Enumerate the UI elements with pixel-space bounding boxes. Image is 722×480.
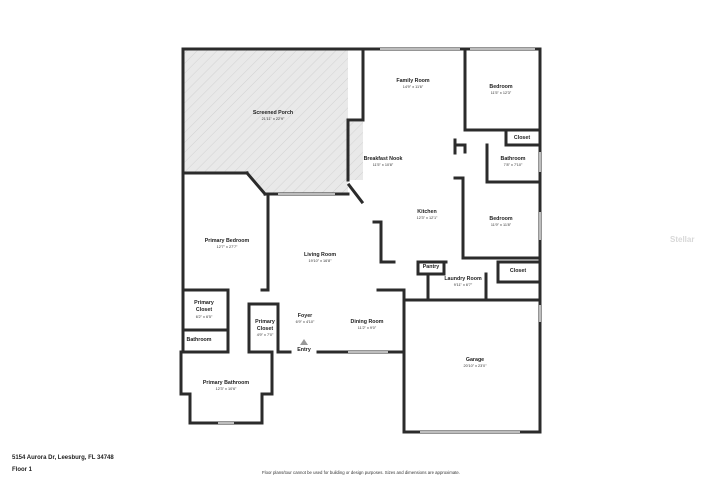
laundry-room-label: Laundry Room bbox=[444, 276, 482, 282]
breakfast-nook-label: Breakfast Nook bbox=[363, 156, 403, 162]
bathroom-1-dims: 7'8" x 7'10" bbox=[503, 163, 523, 167]
kitchen-dims: 12'3" x 12'1" bbox=[416, 216, 438, 220]
primary-bathroom-dims: 12'3" x 10'6" bbox=[215, 387, 237, 391]
closet-2-label: Closet bbox=[509, 268, 527, 274]
screened-porch-label: Screened Porch bbox=[252, 110, 294, 116]
laundry-room-dims: 9'11" x 6'7" bbox=[453, 283, 473, 287]
kitchen-label: Kitchen bbox=[417, 209, 437, 215]
property-address: 5154 Aurora Dr, Leesburg, FL 34748 bbox=[12, 455, 114, 461]
bathroom-2-label: Bathroom bbox=[186, 337, 212, 343]
bedroom-2-label: Bedroom bbox=[489, 216, 513, 222]
garage-label: Garage bbox=[465, 357, 485, 363]
screened-porch-area bbox=[183, 49, 363, 194]
primary-closet-2-label: Primary Closet bbox=[255, 319, 275, 332]
closet-1-label: Closet bbox=[513, 135, 531, 141]
foyer-label: Foyer bbox=[297, 313, 313, 319]
entry-arrow-icon bbox=[300, 339, 308, 345]
screened-porch-dims: 21'11" x 22'9" bbox=[261, 117, 285, 121]
dining-room-dims: 11'2" x 9'0" bbox=[357, 326, 377, 330]
floor-label: Floor 1 bbox=[12, 467, 33, 473]
primary-bedroom-dims: 12'7" x 27'7" bbox=[216, 245, 238, 249]
primary-closet-1-label: Primary Closet bbox=[194, 300, 214, 313]
dining-room-label: Dining Room bbox=[350, 319, 384, 325]
pantry-label: Pantry bbox=[422, 264, 440, 270]
windows bbox=[218, 48, 541, 433]
bedroom-1-dims: 11'5" x 12'3" bbox=[490, 91, 512, 95]
foyer-dims: 6'9" x 4'10" bbox=[295, 320, 315, 324]
living-room-label: Living Room bbox=[303, 252, 337, 258]
primary-closet-1-dims: 6'2" x 6'5" bbox=[195, 315, 213, 319]
bedroom-2-dims: 11'9" x 11'8" bbox=[490, 223, 512, 227]
living-room-dims: 19'10" x 16'8" bbox=[308, 259, 332, 263]
watermark-logo: Stellar bbox=[670, 235, 695, 244]
primary-bathroom-label: Primary Bathroom bbox=[202, 380, 250, 386]
disclaimer: Floor plans/tour cannot be used for buil… bbox=[261, 470, 461, 475]
bedroom-1-label: Bedroom bbox=[489, 84, 513, 90]
primary-closet-2-dims: 4'9" x 7'0" bbox=[256, 333, 274, 337]
entry-label: Entry bbox=[297, 347, 311, 353]
primary-bedroom-label: Primary Bedroom bbox=[204, 238, 250, 244]
family-room-label: Family Room bbox=[396, 78, 430, 84]
bathroom-1-label: Bathroom bbox=[500, 156, 526, 162]
family-room-dims: 14'9" x 11'6" bbox=[402, 85, 424, 89]
garage-dims: 20'10" x 23'0" bbox=[463, 364, 487, 368]
breakfast-nook-dims: 11'5" x 10'8" bbox=[372, 163, 394, 167]
